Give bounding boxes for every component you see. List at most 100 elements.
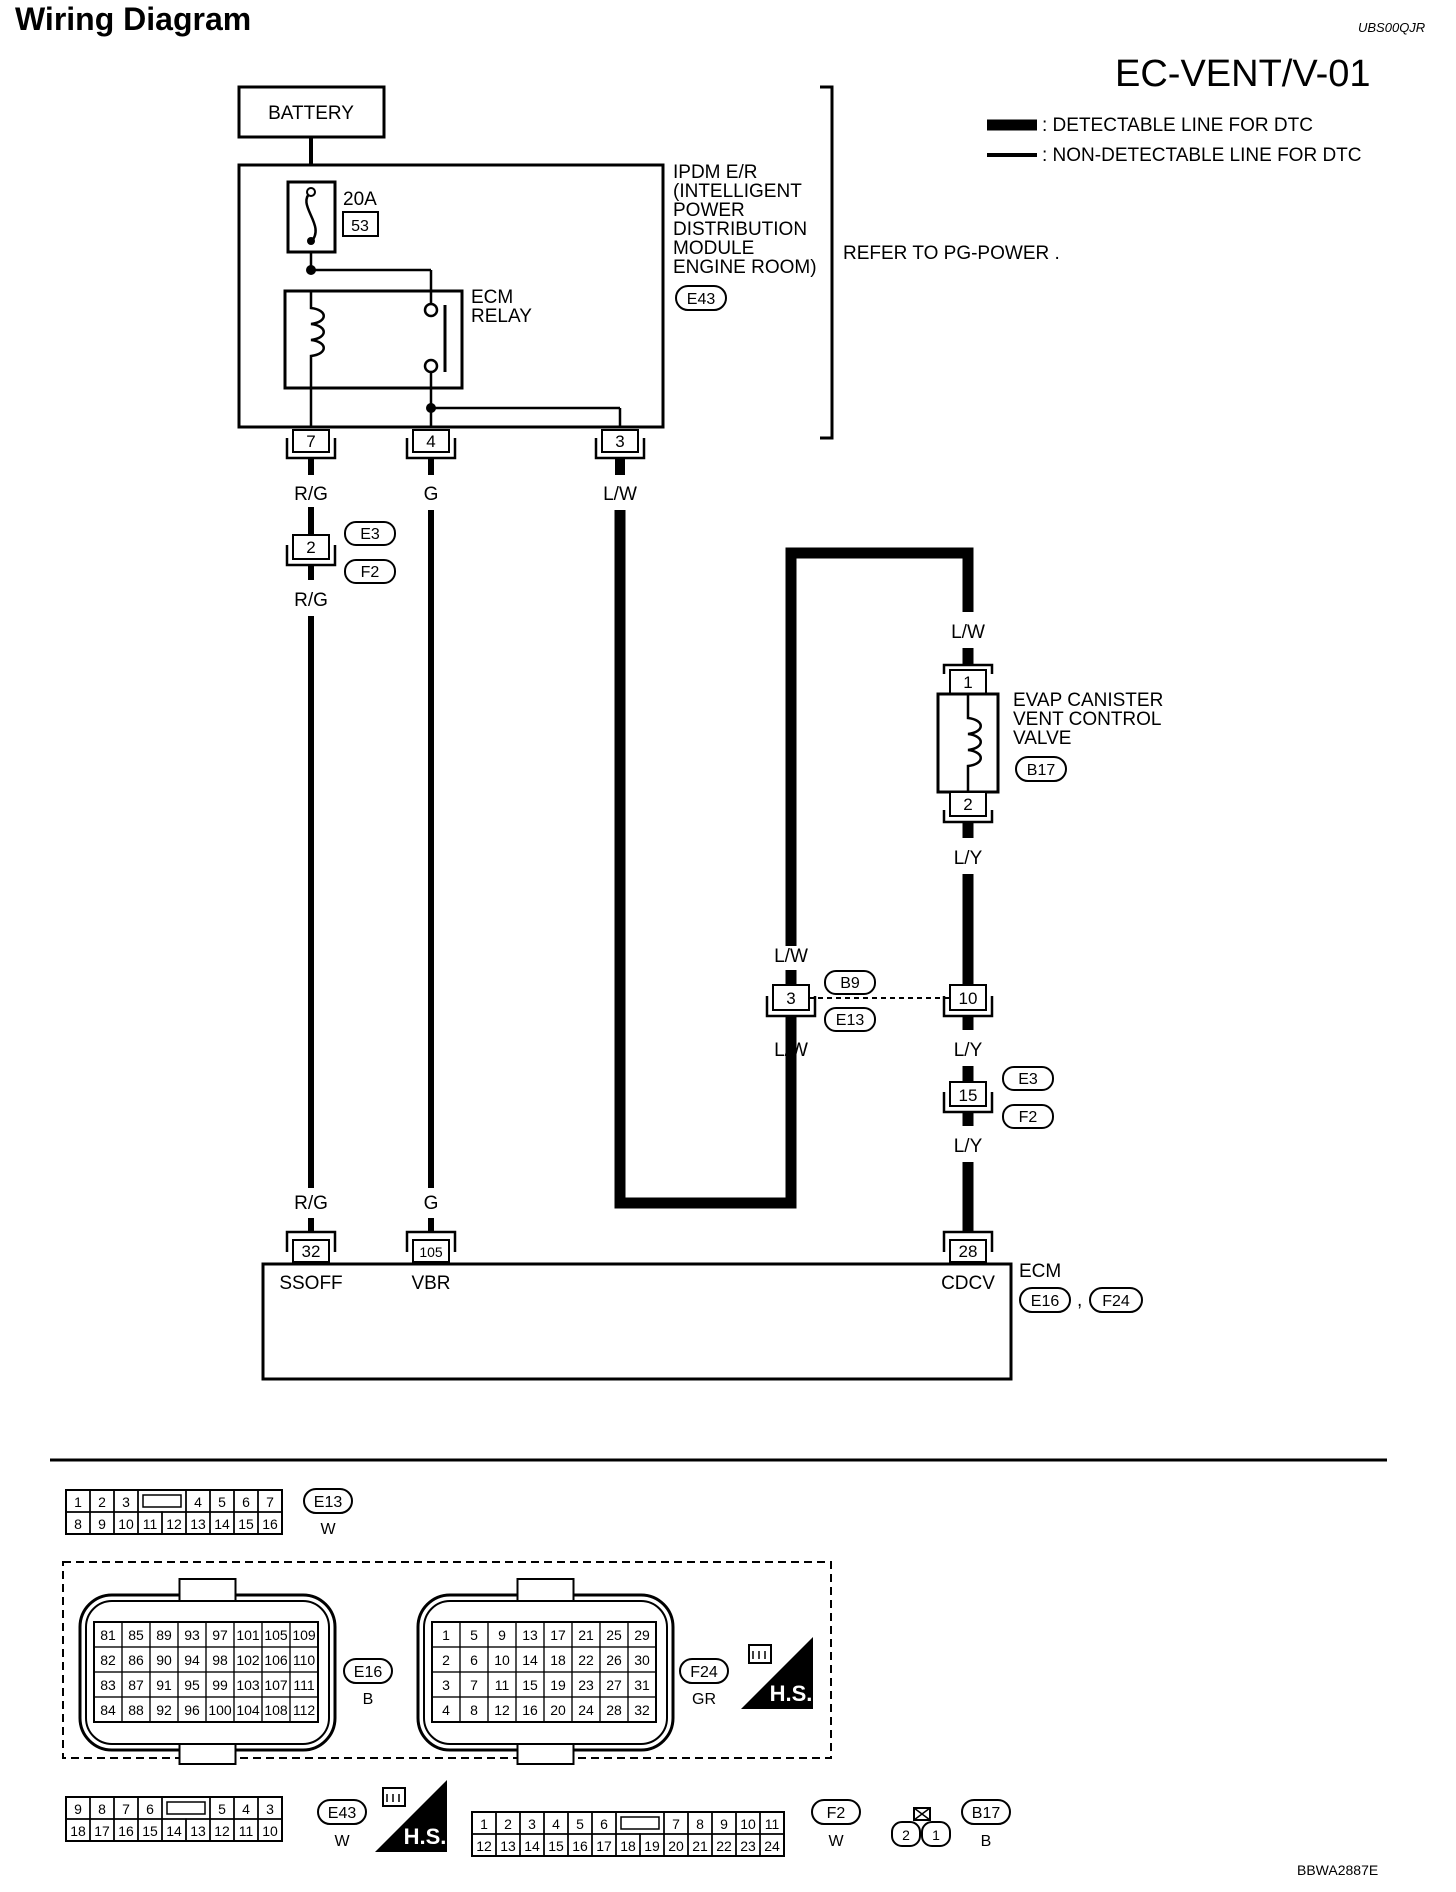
e3-f2-right-pin: 15 (959, 1086, 978, 1105)
badge-e16-face-label: E16 (354, 1664, 383, 1681)
pin-cell: 88 (128, 1702, 144, 1718)
pin-cell: 13 (190, 1823, 206, 1839)
e43-color: W (334, 1833, 350, 1850)
evap-label-1: EVAP CANISTER (1013, 690, 1163, 711)
badge-e43-face: E43 (317, 1799, 367, 1825)
pin-cell: 110 (293, 1652, 316, 1668)
pin-cell: 4 (552, 1816, 560, 1832)
evap-connector-label: B17 (1027, 762, 1056, 779)
pin-cell: 23 (740, 1838, 756, 1854)
wire-lw-main (614, 510, 797, 1209)
ipdm-label-line-5: MODULE (673, 238, 754, 259)
evap-connector-badge: B17 (1015, 756, 1067, 782)
pin-cell: 9 (498, 1627, 506, 1643)
pin-cell: 9 (720, 1816, 728, 1832)
badge-e13: E13 (824, 1007, 876, 1032)
pin-cell: 84 (100, 1702, 116, 1718)
pin-cell: 4 (242, 1801, 250, 1817)
badge-e16-face: E16 (343, 1658, 393, 1684)
connector-e3-f2-left: 2 (285, 534, 337, 567)
battery-box (237, 85, 386, 139)
pin-cell: 1 (480, 1816, 488, 1832)
ecm-label: ECM (1019, 1261, 1061, 1282)
legend: : DETECTABLE LINE FOR DTC : NON-DETECTAB… (987, 115, 1362, 166)
pin-cell: 108 (264, 1702, 288, 1718)
terminal-ssoff: SSOFF (279, 1273, 342, 1294)
pin-cell: 105 (264, 1627, 288, 1643)
pin-cell: 11 (239, 1823, 254, 1839)
pin-cell: 5 (576, 1816, 584, 1832)
ecm-connector-e16-label: E16 (1031, 1293, 1060, 1310)
pin-cell: 6 (470, 1652, 478, 1668)
pin-cell: 12 (494, 1702, 510, 1718)
pin-cell: 20 (550, 1702, 566, 1718)
fuse-number: 53 (351, 218, 369, 235)
badge-e3-right-label: E3 (1018, 1071, 1038, 1088)
pin-cell: 98 (212, 1652, 228, 1668)
pin-cell: 102 (236, 1652, 260, 1668)
legend-non-detectable-label: : NON-DETECTABLE LINE FOR DTC (1042, 145, 1362, 166)
fuse-icon (305, 191, 317, 243)
hs-connector-group (62, 1561, 832, 1759)
valve-coil-icon (966, 694, 982, 792)
pin-cell: 86 (128, 1652, 144, 1668)
ipdm-connector-badge: E43 (675, 285, 727, 311)
pin-cell: 6 (242, 1494, 250, 1510)
pin-cell: 8 (74, 1516, 82, 1532)
wire-color-lw-b9-top: L/W (774, 946, 808, 967)
connector-b9-pin-3: 3 (765, 984, 817, 1018)
pin-cell: 2 (442, 1652, 450, 1668)
pin-cell: 9 (98, 1516, 106, 1532)
pin-cell: 2 (902, 1827, 910, 1843)
badge-f2-right: F2 (1002, 1104, 1054, 1129)
wire-color-ly-b9: L/Y (954, 1040, 983, 1061)
pin-cell: 16 (262, 1516, 278, 1532)
badge-e3-left: E3 (344, 521, 396, 546)
footer-code: BBWA2887E (1297, 1862, 1378, 1878)
pin-cell: 112 (293, 1702, 316, 1718)
pin-cell: 5 (470, 1627, 478, 1643)
wire-color-g-bottom: G (424, 1193, 439, 1214)
evap-valve: 1 2 (936, 663, 1000, 824)
pin-cell: 11 (143, 1516, 158, 1532)
ecm-connector-separator: , (1077, 1290, 1082, 1311)
e16-color: B (363, 1691, 374, 1708)
pin-cell: 10 (494, 1652, 510, 1668)
pin-cell: 5 (218, 1801, 226, 1817)
pin-cell: 13 (522, 1627, 538, 1643)
badge-b17-face: B17 (961, 1799, 1011, 1825)
pin-cell: 3 (266, 1801, 274, 1817)
ecm-connector-badge-e16: E16 (1019, 1287, 1071, 1313)
pin-cell: 7 (266, 1494, 274, 1510)
pin-cell: 3 (122, 1494, 130, 1510)
wire-color-lw-top: L/W (603, 484, 637, 505)
pin-cell: 91 (156, 1677, 172, 1693)
pin-cell: 11 (765, 1816, 780, 1832)
pin-cell: 101 (236, 1627, 260, 1643)
pin-cell: 111 (293, 1677, 314, 1693)
pin-cell: 7 (672, 1816, 680, 1832)
wire-color-ly-bottom: L/Y (954, 1136, 983, 1157)
pin-cell: 82 (100, 1652, 116, 1668)
refer-to-label: REFER TO PG-POWER . (843, 243, 1060, 264)
pin-cell: 17 (596, 1838, 612, 1854)
ipdm-label-line-3: POWER (673, 200, 745, 221)
pin-cell: 24 (578, 1702, 594, 1718)
ipdm-label-line-2: (INTELLIGENT (673, 181, 802, 202)
pin-cell: 83 (100, 1677, 116, 1693)
pin-cell: 8 (696, 1816, 704, 1832)
valve-pin-1-box (949, 669, 987, 695)
badge-e13-face-label: E13 (314, 1494, 343, 1511)
pin-cell: 17 (550, 1627, 566, 1643)
reference-code: UBS00QJR (1358, 20, 1425, 35)
pin-cell: 13 (500, 1838, 516, 1854)
pin-cell: 85 (128, 1627, 144, 1643)
terminal-vbr: VBR (411, 1273, 450, 1294)
pin-cell: 20 (668, 1838, 684, 1854)
badge-e3-right: E3 (1002, 1066, 1054, 1091)
pin-cell: 2 (98, 1494, 106, 1510)
